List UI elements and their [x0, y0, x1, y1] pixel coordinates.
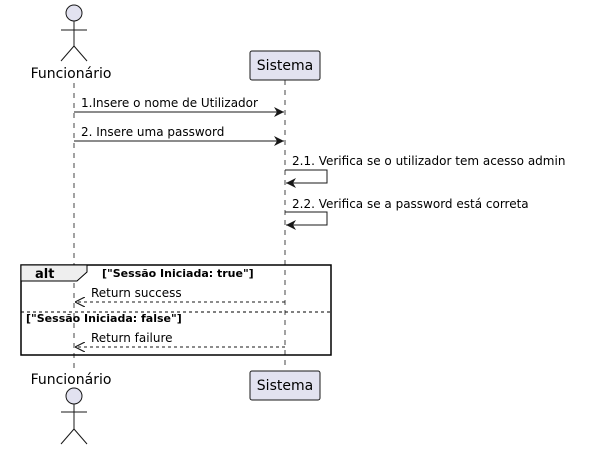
actor-head-bottom — [65, 387, 83, 405]
message-1-label: 1.Insere o nome de Utilizador — [81, 96, 258, 110]
alt-fragment-frame — [20, 264, 332, 356]
return-success-label: Return success — [91, 286, 182, 300]
message-4-label: 2.2. Verifica se a password está correta — [292, 197, 529, 211]
alt-fragment: alt ["Sessão Iniciada: true"] Return suc… — [20, 264, 332, 356]
message-3-label: 2.1. Verifica se o utilizador tem acesso… — [292, 154, 565, 168]
alt-guard-false: ["Sessão Iniciada: false"] — [26, 312, 182, 325]
participant-bottom: Sistema — [249, 370, 321, 401]
actor-name-bottom: Funcionário — [31, 372, 112, 388]
alt-keyword-tab — [20, 264, 88, 282]
alt-guard-true: ["Sessão Iniciada: true"] — [102, 267, 254, 280]
participant-box-bottom — [249, 370, 321, 401]
actor-bottom: Funcionário — [31, 372, 112, 445]
participant-top: Sistema — [249, 50, 321, 81]
return-failure-label: Return failure — [91, 331, 173, 345]
actor-name-top: Funcionário — [31, 66, 112, 82]
message-3-arrow — [285, 169, 328, 188]
alt-keyword: alt — [35, 267, 54, 282]
actor-top: Funcionário — [31, 4, 112, 82]
participant-box-top — [249, 50, 321, 81]
message-4-arrow — [285, 211, 328, 230]
actor-head — [65, 4, 83, 22]
participant-name-top: Sistema — [257, 58, 313, 74]
participant-name-bottom: Sistema — [257, 378, 313, 394]
message-2-label: 2. Insere uma password — [81, 125, 224, 139]
